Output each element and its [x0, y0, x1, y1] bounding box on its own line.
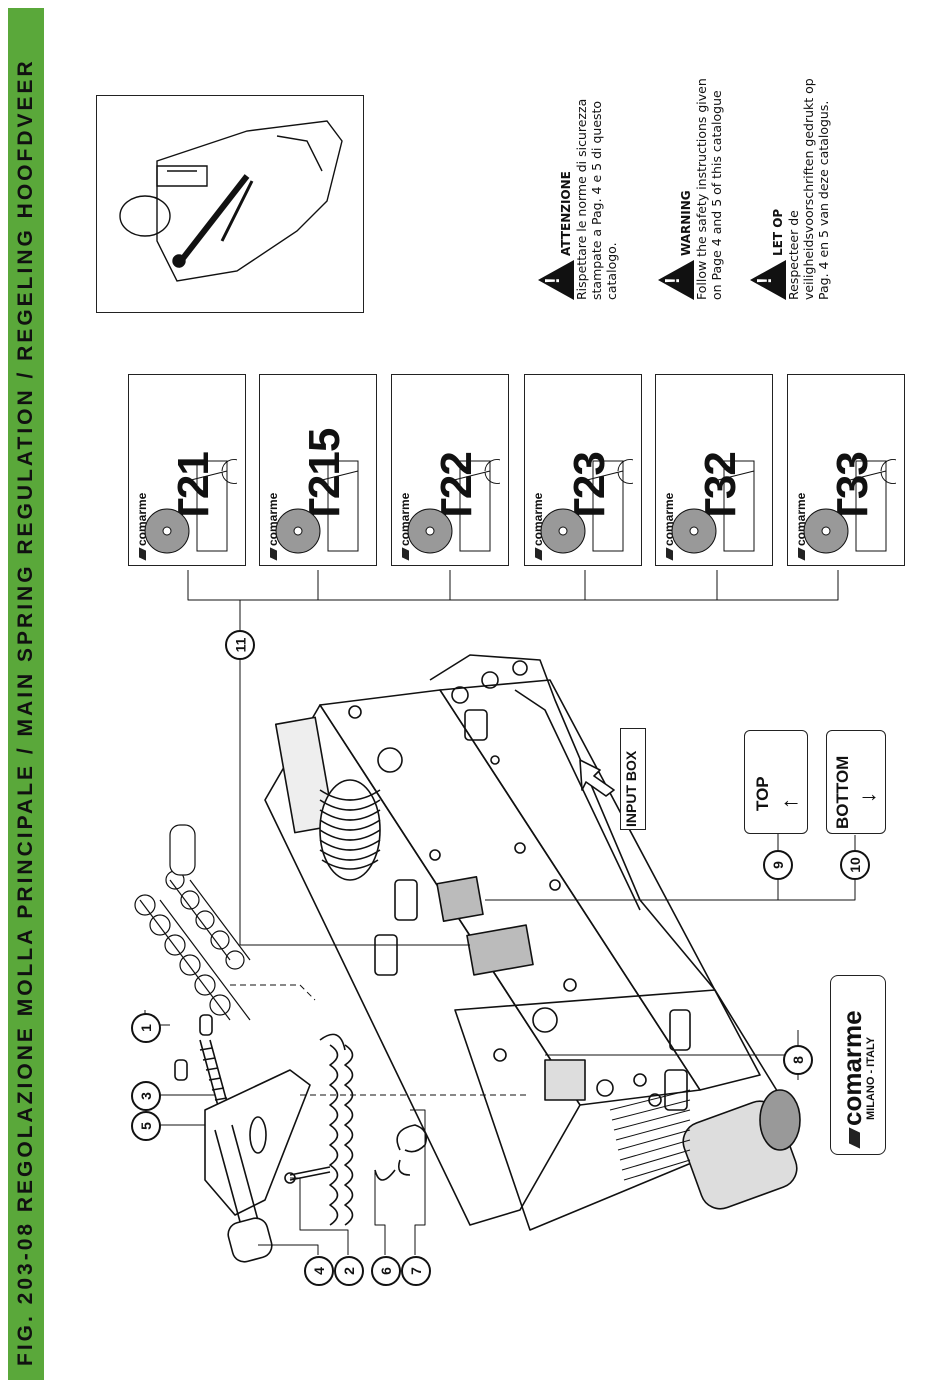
callout-1: 1	[131, 1013, 161, 1043]
brand-logo-box: comarme MILANO - ITALY	[830, 975, 886, 1155]
brand-logo: comarme	[837, 1010, 868, 1149]
warning-en: !WARNING Follow the safety instructions …	[658, 30, 724, 300]
bottom-label: BOTTOM	[833, 755, 852, 829]
top-label-box: TOP ↑	[744, 730, 808, 834]
model-thumbnail	[803, 459, 896, 554]
model-thumbnail	[540, 459, 633, 554]
input-box-label: INPUT BOX	[620, 728, 646, 830]
callout-2: 2	[334, 1256, 364, 1286]
top-label: TOP	[753, 776, 772, 811]
callout-8: 8	[783, 1045, 813, 1075]
model-card-t22: comarme T22	[391, 374, 509, 566]
callout-7: 7	[401, 1256, 431, 1286]
callout-6: 6	[371, 1256, 401, 1286]
model-thumbnail	[144, 459, 237, 554]
callout-3: 3	[131, 1081, 161, 1111]
callout-9: 9	[763, 850, 793, 880]
arrow-down-icon: ↓	[855, 792, 880, 803]
model-card-t21: comarme T21	[128, 374, 246, 566]
brand-location: MILANO - ITALY	[865, 1036, 877, 1120]
model-thumbnail	[275, 460, 359, 554]
model-card-t33: comarme T33	[787, 374, 905, 566]
model-card-t23: comarme T23	[524, 374, 642, 566]
warning-nl: !LET OP Respecteer de veiligheidsvoorsch…	[750, 30, 831, 300]
title-strip: FIG. 203-08 REGOLAZIONE MOLLA PRINCIPALE…	[8, 8, 44, 1380]
warning-triangle-icon: !	[750, 260, 786, 300]
model-thumbnail	[671, 460, 755, 554]
model-thumbnail	[407, 459, 500, 554]
callout-11: 11	[225, 630, 255, 660]
warning-triangle-icon: !	[538, 260, 574, 300]
callout-10: 10	[840, 850, 870, 880]
warning-triangle-icon: !	[658, 260, 694, 300]
model-card-t32: comarme T32	[655, 374, 773, 566]
overview-machine-sketch	[119, 120, 343, 282]
overview-inset	[96, 95, 364, 313]
bottom-label-box: BOTTOM ↓	[826, 730, 886, 834]
callout-5: 5	[131, 1111, 161, 1141]
warning-it: !ATTENZIONE Rispettare le norme di sicur…	[538, 30, 619, 300]
arrow-up-icon: ↑	[777, 798, 802, 809]
model-card-t215: comarme T215	[259, 374, 377, 566]
callout-4: 4	[304, 1256, 334, 1286]
